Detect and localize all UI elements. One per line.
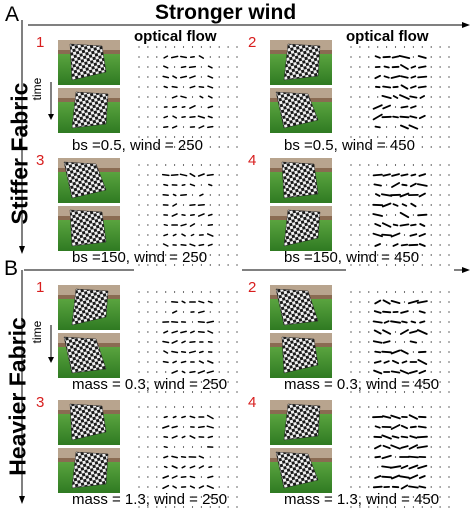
- panel-a-2: 2 optical flow bs =0.5, wind = 450: [270, 30, 470, 148]
- frame-bottom: [58, 333, 120, 378]
- frame-top: [270, 400, 332, 445]
- panel-a-1: 1 optical flow bs =0.5, wind = 250: [58, 30, 258, 148]
- panel-b-3: 3 mass = 1.3, wind = 250: [58, 390, 258, 508]
- panel-caption: mass = 1.3, wind = 450: [284, 491, 439, 508]
- frame-top: [270, 40, 332, 85]
- panel-b-2: 2 mass = 0.3, wind = 450: [270, 275, 470, 393]
- frame-bottom: [270, 206, 332, 251]
- time-arrow-a: [47, 82, 57, 122]
- frame-bottom: [270, 448, 332, 493]
- panel-a-4: 4 bs =150, wind = 450: [270, 148, 470, 266]
- panel-number: 3: [36, 394, 44, 411]
- frame-top: [58, 158, 120, 203]
- panel-number: 4: [248, 152, 256, 169]
- time-label-b: time: [30, 317, 44, 347]
- time-arrow-b: [47, 325, 57, 365]
- panel-number: 2: [248, 34, 256, 51]
- optical-flow-label: optical flow: [346, 28, 429, 45]
- panel-caption: bs =150, wind = 450: [284, 249, 419, 266]
- time-label-a: time: [30, 74, 44, 104]
- panel-number: 4: [248, 394, 256, 411]
- panel-b-1: 1 mass = 0.3, wind = 250: [58, 275, 258, 393]
- panel-number: 1: [36, 279, 44, 296]
- panel-number: 1: [36, 34, 44, 51]
- frame-bottom: [58, 206, 120, 251]
- frame-bottom: [58, 448, 120, 493]
- optical-flow-label: optical flow: [134, 28, 217, 45]
- frame-bottom: [270, 88, 332, 133]
- panel-caption: mass = 1.3, wind = 250: [72, 491, 227, 508]
- wind-arrow-top: [0, 0, 474, 30]
- panel-number: 3: [36, 152, 44, 169]
- frame-top: [58, 400, 120, 445]
- frame-top: [270, 285, 332, 330]
- frame-top: [58, 285, 120, 330]
- panel-caption: bs =150, wind = 250: [72, 249, 207, 266]
- panel-a-3: 3 bs =150, wind = 250: [58, 148, 258, 266]
- frame-bottom: [58, 88, 120, 133]
- section-letter-a: A: [5, 3, 19, 27]
- frame-bottom: [270, 333, 332, 378]
- side-label-heavier: Heavier Fabric: [5, 317, 32, 477]
- frame-top: [270, 158, 332, 203]
- frame-top: [58, 40, 120, 85]
- panel-b-4: 4 mass = 1.3, wind = 450: [270, 390, 470, 508]
- panel-number: 2: [248, 279, 256, 296]
